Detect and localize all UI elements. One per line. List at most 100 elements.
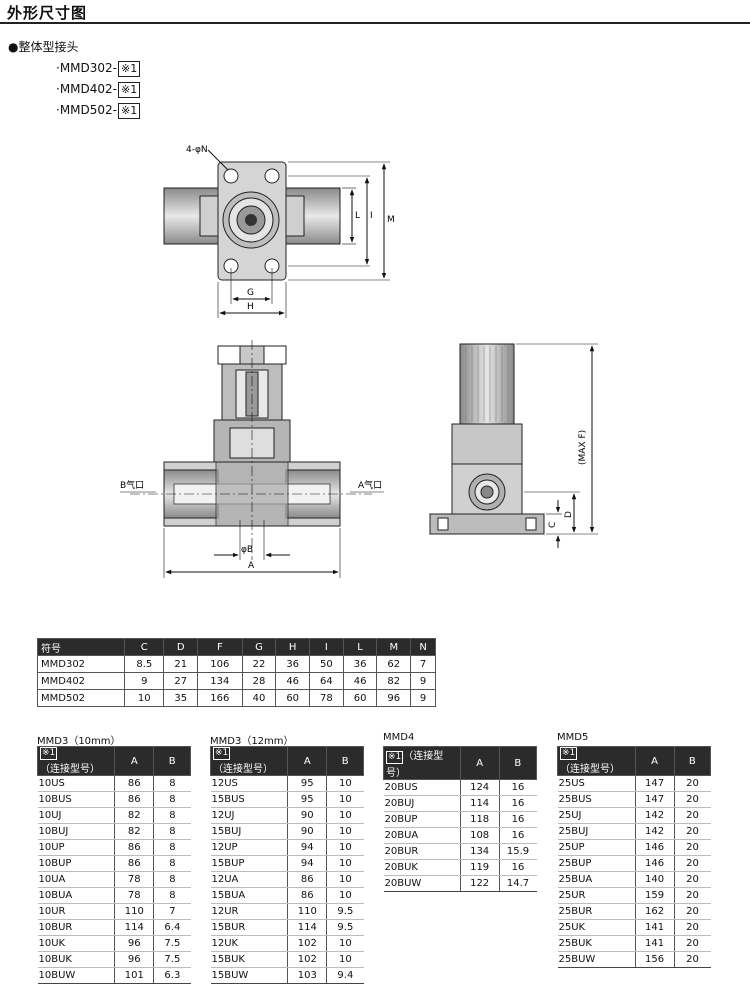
value-b-cell: 7 bbox=[153, 903, 191, 920]
header-b: B bbox=[153, 746, 191, 776]
value-b-cell: 7.5 bbox=[153, 951, 191, 968]
value-a-cell: 159 bbox=[634, 887, 675, 904]
value-a-cell: 102 bbox=[287, 951, 327, 968]
value-b-cell: 14.7 bbox=[498, 875, 537, 892]
value-b-cell: 10 bbox=[326, 775, 364, 792]
connection-model-cell: 15BUA bbox=[210, 887, 288, 904]
header-l: L bbox=[342, 638, 378, 656]
value-a-cell: 119 bbox=[459, 859, 500, 876]
value-b-cell: 20 bbox=[673, 823, 711, 840]
connection-model-cell: 25BUR bbox=[557, 903, 636, 920]
cell: 8.5 bbox=[124, 655, 165, 673]
connection-model-cell: 15BUK bbox=[210, 951, 288, 968]
value-a-cell: 96 bbox=[114, 935, 154, 952]
header-i: I bbox=[309, 638, 344, 656]
connection-model-cell: 20BUJ bbox=[383, 795, 461, 812]
holes-label: 4-φN bbox=[186, 145, 208, 155]
header-b: B bbox=[326, 746, 364, 776]
value-a-cell: 86 bbox=[114, 775, 154, 792]
cell: 9 bbox=[410, 672, 436, 690]
mount-hole bbox=[264, 168, 280, 184]
value-a-cell: 102 bbox=[287, 935, 327, 952]
value-b-cell: 20 bbox=[673, 855, 711, 872]
header-a: A bbox=[287, 746, 328, 776]
dim-m-label: M bbox=[387, 215, 395, 225]
value-a-cell: 86 bbox=[114, 855, 154, 872]
value-a-cell: 146 bbox=[634, 839, 675, 856]
model-suffix-mark: ※1 bbox=[118, 60, 141, 77]
connection-table-title: MMD3（10mm） bbox=[37, 736, 121, 747]
cell: 60 bbox=[342, 689, 378, 707]
model-list: ·MMD302- ※1 ·MMD402- ※1 ·MMD502- ※1 bbox=[56, 58, 141, 121]
dim-d-label: D bbox=[564, 511, 574, 518]
value-b-cell: 8 bbox=[153, 775, 191, 792]
value-b-cell: 9.4 bbox=[326, 967, 364, 984]
cell: 60 bbox=[275, 689, 311, 707]
header-label: （连接型号） bbox=[213, 764, 273, 775]
connection-table-title: MMD4 bbox=[383, 732, 415, 743]
connection-model-cell: 10BUJ bbox=[37, 823, 115, 840]
connection-table-title: MMD3（12mm） bbox=[210, 736, 294, 747]
knob-side bbox=[459, 343, 515, 425]
connection-model-cell: 25UP bbox=[557, 839, 636, 856]
connection-model-cell: 10BUS bbox=[37, 791, 115, 808]
cell: 10 bbox=[124, 689, 165, 707]
connection-model-cell: 10BUA bbox=[37, 887, 115, 904]
connection-model-cell: 10BUK bbox=[37, 951, 115, 968]
header-h: H bbox=[275, 638, 311, 656]
max-f-label: (MAX F) bbox=[578, 430, 588, 465]
cell: 36 bbox=[275, 655, 311, 673]
value-b-cell: 10 bbox=[326, 823, 364, 840]
connection-model-cell: 25BUA bbox=[557, 871, 636, 888]
dim-l-label: L bbox=[355, 211, 360, 221]
section-heading: ●整体型接头 bbox=[8, 40, 79, 54]
value-b-cell: 6.3 bbox=[153, 967, 191, 984]
value-b-cell: 15.9 bbox=[498, 843, 537, 860]
value-a-cell: 96 bbox=[114, 951, 154, 968]
value-b-cell: 20 bbox=[673, 871, 711, 888]
value-a-cell: 86 bbox=[114, 839, 154, 856]
value-a-cell: 147 bbox=[634, 791, 675, 808]
cell: 21 bbox=[163, 655, 199, 673]
header-a: A bbox=[459, 746, 500, 780]
table-row: MMD402 9 27 134 28 46 64 46 82 9 bbox=[36, 672, 436, 690]
value-a-cell: 108 bbox=[459, 827, 500, 844]
cell: 35 bbox=[163, 689, 199, 707]
value-a-cell: 90 bbox=[287, 823, 327, 840]
cell: 9 bbox=[410, 689, 436, 707]
value-b-cell: 10 bbox=[326, 935, 364, 952]
table-row: MMD502 10 35 166 40 60 78 60 96 9 bbox=[36, 689, 436, 707]
header-connection-type: ※1（连接型号） bbox=[209, 746, 289, 776]
value-a-cell: 78 bbox=[114, 871, 154, 888]
cell: 64 bbox=[309, 672, 344, 690]
connection-model-cell: 25BUP bbox=[557, 855, 636, 872]
cell: 27 bbox=[163, 672, 199, 690]
connection-model-cell: 20BUS bbox=[383, 779, 461, 796]
connection-model-cell: 12UJ bbox=[210, 807, 288, 824]
model-item: ·MMD402- ※1 bbox=[56, 79, 141, 100]
technical-drawing: 4-φN L I M G H B气口 bbox=[120, 145, 598, 578]
value-b-cell: 8 bbox=[153, 855, 191, 872]
top-view: 4-φN L I M G H bbox=[163, 145, 395, 318]
value-b-cell: 7.5 bbox=[153, 935, 191, 952]
a-port-label: A气口 bbox=[358, 479, 382, 491]
value-b-cell: 16 bbox=[498, 779, 537, 796]
model-name: ·MMD302- bbox=[56, 61, 117, 75]
